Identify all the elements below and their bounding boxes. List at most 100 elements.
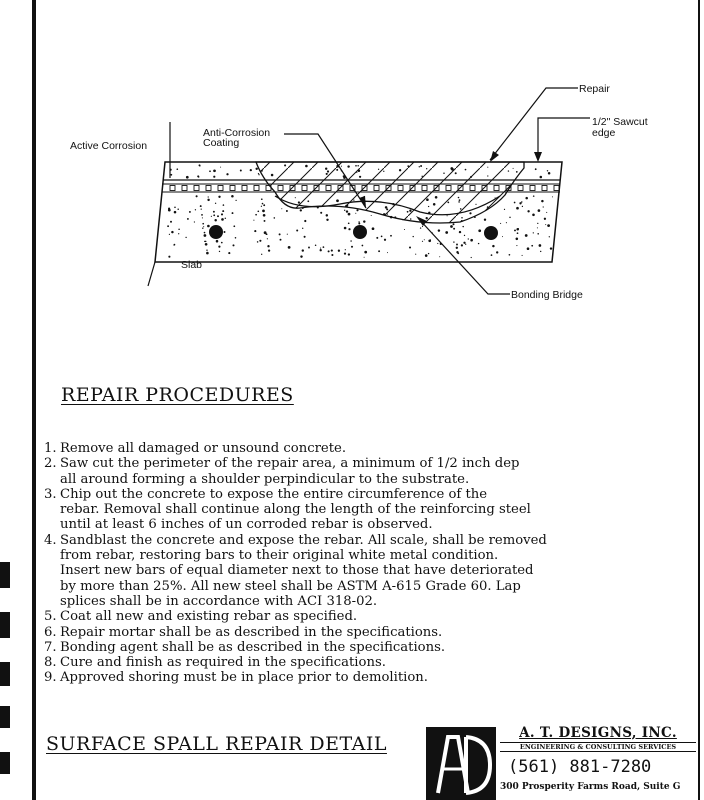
aggregate-dot [432, 203, 436, 206]
aggregate-dot [545, 224, 547, 226]
aggregate-dot [508, 253, 511, 256]
aggregate-dot [168, 233, 170, 235]
procedure-step-number: 2. [44, 456, 57, 472]
aggregate-dot [300, 255, 303, 258]
aggregate-dot [209, 170, 211, 173]
aggregate-dot [257, 210, 260, 213]
aggregate-dot [214, 218, 217, 222]
procedure-step-line: Cure and finish as required in the speci… [60, 655, 386, 671]
aggregate-dot [356, 209, 359, 212]
aggregate-dot [532, 213, 535, 217]
aggregate-dot [340, 165, 342, 167]
aggregate-dot [462, 225, 464, 228]
edge-mark [0, 562, 10, 588]
aggregate-dot [516, 232, 519, 235]
aggregate-dot [353, 199, 355, 201]
mesh-square [529, 185, 536, 191]
aggregate-dot [537, 209, 541, 212]
procedure-step-line: Saw cut the perimeter of the repair area… [60, 456, 520, 472]
procedure-step-line: Sandblast the concrete and expose the re… [60, 532, 547, 548]
aggregate-dot [296, 229, 299, 232]
aggregate-dot [382, 213, 386, 216]
aggregate-dot [386, 213, 388, 215]
aggregate-dot [350, 245, 354, 248]
aggregate-dot [542, 206, 544, 208]
aggregate-dot [426, 198, 429, 201]
aggregate-dot [494, 197, 496, 199]
aggregate-dot [267, 249, 271, 252]
active-corrosion-label: Active Corrosion [70, 140, 147, 152]
aggregate-dot [455, 246, 458, 249]
mesh-square [553, 185, 560, 191]
aggregate-dot [463, 234, 466, 237]
aggregate-dot [320, 247, 322, 249]
aggregate-dot [226, 173, 229, 176]
aggregate-dot [344, 209, 346, 211]
aggregate-dot [426, 168, 428, 170]
procedure-step-line: rebar. Removal shall continue along the … [60, 502, 531, 518]
aggregate-dot [215, 239, 219, 243]
aggregate-dot [461, 217, 463, 219]
aggregate-dot [276, 195, 279, 197]
aggregate-dot [507, 170, 510, 172]
aggregate-dot [167, 208, 171, 212]
sawcut-label: edge [592, 127, 616, 139]
aggregate-dot [223, 231, 226, 233]
aggregate-dot [344, 249, 346, 251]
aggregate-dot [326, 170, 330, 173]
aggregate-dot [178, 233, 180, 235]
aggregate-dot [204, 242, 208, 246]
aggregate-dot [326, 218, 329, 222]
aggregate-dot [222, 204, 225, 206]
mesh-square [217, 185, 224, 191]
procedure-step-line: Bonding agent shall be as described in t… [60, 639, 446, 655]
aggregate-dot [470, 256, 472, 259]
procedures-title: REPAIR PROCEDURES [61, 384, 294, 406]
aggregate-dot [206, 249, 208, 251]
procedure-step: 5.Coat all new and existing rebar as spe… [44, 609, 694, 624]
aggregate-dot [286, 233, 288, 235]
aggregate-dot [512, 167, 514, 169]
aggregate-dot [213, 175, 216, 178]
aggregate-dot [363, 220, 366, 223]
aggregate-dot [197, 176, 200, 178]
mesh-square [241, 185, 248, 191]
aggregate-dot [428, 211, 431, 215]
aggregate-dot [475, 203, 477, 205]
aggregate-dot [505, 222, 507, 224]
aggregate-dot [307, 200, 310, 203]
aggregate-dot [383, 170, 385, 172]
mesh-square [541, 185, 548, 191]
aggregate-dot [213, 169, 216, 173]
aggregate-dot [439, 256, 441, 258]
mesh-square [253, 185, 260, 191]
aggregate-dot [305, 164, 308, 168]
aggregate-dot [548, 236, 550, 238]
aggregate-dot [302, 207, 304, 209]
detail-title: SURFACE SPALL REPAIR DETAIL [46, 733, 387, 755]
procedure-step-line: Coat all new and existing rebar as speci… [60, 609, 358, 625]
right-border [698, 0, 700, 800]
procedure-step: 3.Chip out the concrete to expose the en… [44, 487, 694, 533]
aggregate-dot [539, 175, 543, 179]
aggregate-dot [356, 171, 358, 173]
aggregate-dot [350, 240, 352, 242]
aggregate-dot [217, 215, 219, 218]
mesh-square [193, 185, 200, 191]
repair-leader [489, 87, 578, 161]
aggregate-dot [377, 168, 380, 170]
aggregate-dot [261, 253, 263, 255]
aggregate-dot [270, 173, 274, 177]
aggregate-dot [453, 227, 456, 230]
aggregate-dot [210, 215, 212, 217]
aggregate-dot [262, 209, 265, 213]
aggregate-dot [314, 244, 317, 246]
aggregate-dot [195, 195, 198, 198]
procedure-step-line: Repair mortar shall be as described in t… [60, 624, 443, 640]
aggregate-dot [358, 175, 362, 178]
aggregate-dot [257, 173, 260, 175]
concrete-aggregate [167, 164, 554, 259]
aggregate-dot [278, 233, 281, 236]
aggregate-dot [371, 227, 375, 231]
aggregate-dot [204, 240, 207, 243]
